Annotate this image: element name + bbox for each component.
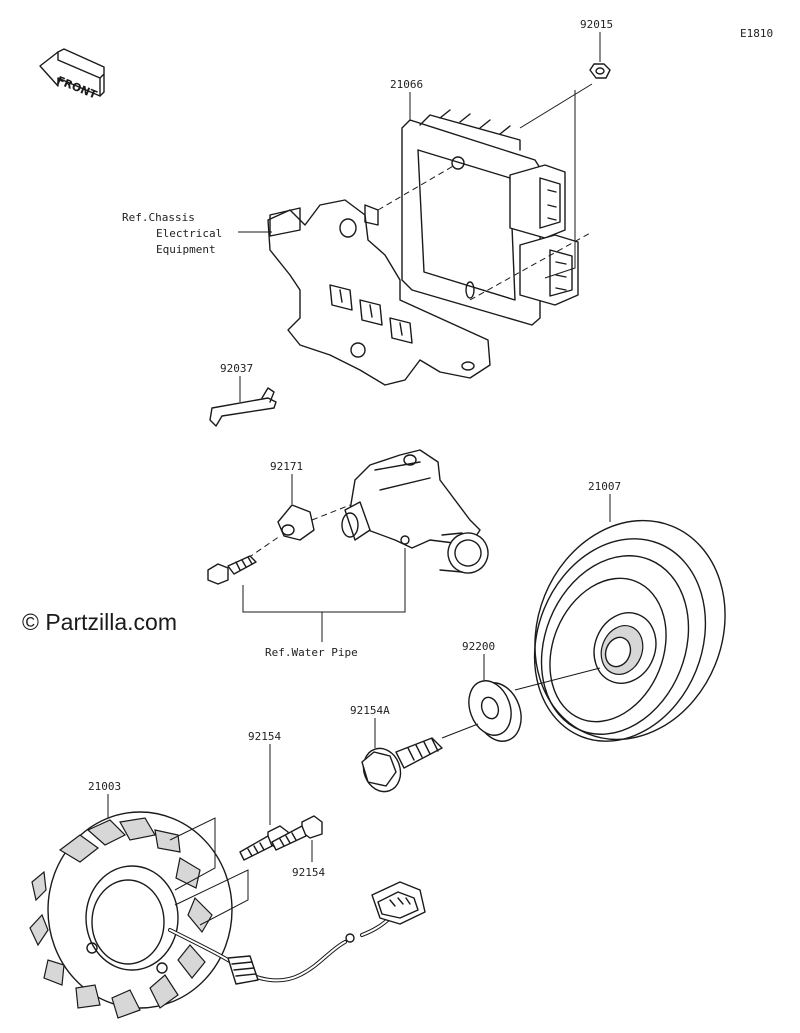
bolt-water-pipe (207, 555, 257, 585)
bolt-92154-lower (271, 815, 323, 851)
leader-stator-upper-bolt (169, 817, 216, 891)
ref-water-pipe: Ref.Water Pipe (265, 646, 358, 659)
diagram-code: E1810 (740, 27, 773, 40)
ref-chassis-line2: Electrical (156, 227, 222, 240)
bolt-92154A (361, 737, 443, 793)
leader-ref-water-pipe (242, 548, 406, 613)
dash-line-bolt (377, 164, 456, 211)
label-92154-lower: 92154 (292, 866, 325, 879)
label-92154A: 92154A (350, 704, 390, 717)
leader-bolt-92154A (441, 723, 479, 739)
label-92200: 92200 (462, 640, 495, 653)
washer-92200 (468, 680, 522, 742)
label-92171: 92171 (270, 460, 303, 473)
regulator-rectifier-21066 (401, 109, 579, 326)
ref-chassis-line3: Equipment (156, 243, 216, 256)
label-21003: 21003 (88, 780, 121, 793)
label-92015: 92015 (580, 18, 613, 31)
ref-chassis-line1: Ref.Chassis (122, 211, 195, 224)
leader-stator-lower-bolt (174, 869, 249, 926)
clamp-92171 (277, 504, 315, 541)
label-92154-upper: 92154 (248, 730, 281, 743)
label-92037: 92037 (220, 362, 253, 375)
front-arrow-icon: FRONT (39, 48, 105, 102)
water-pipe (341, 449, 489, 574)
clamp-92037 (209, 387, 277, 427)
stator-wire-harness (168, 881, 426, 985)
label-21007: 21007 (588, 480, 621, 493)
mounting-bracket (267, 199, 491, 386)
dash-line-21066 (469, 231, 593, 301)
watermark: © Partzilla.com (22, 609, 177, 635)
rotor-21007 (533, 519, 726, 742)
nut-92015 (589, 63, 611, 79)
label-21066: 21066 (390, 78, 423, 91)
dash-line-92171b (311, 504, 351, 521)
dash-line-92171 (247, 535, 281, 559)
stator-21003 (29, 811, 233, 1019)
leader-rotor-shaft (514, 667, 601, 691)
leader-21066-nut (519, 83, 593, 279)
